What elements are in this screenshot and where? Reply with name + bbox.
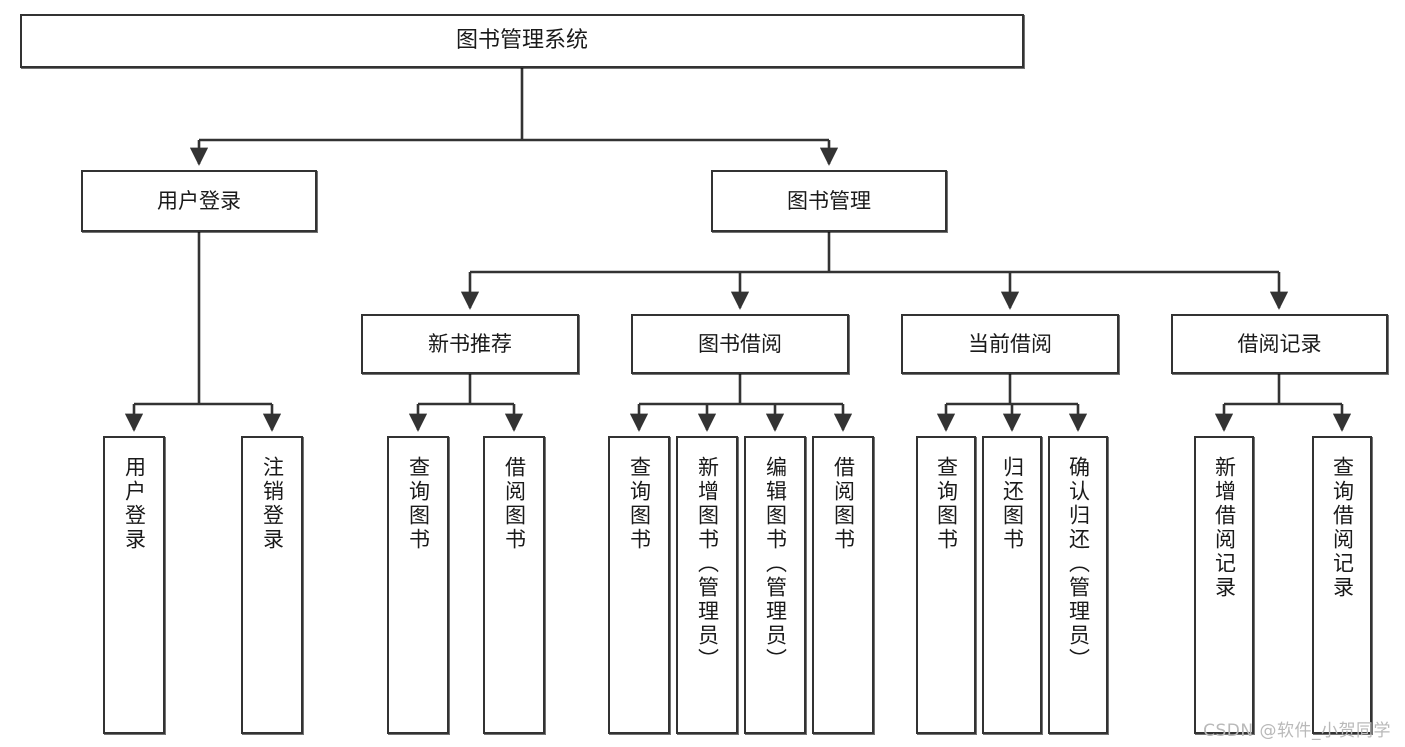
node-leaf-query-record[interactable]: 查询借阅记录 [1312, 436, 1372, 734]
node-leaf-borrow-book-2[interactable]: 借阅图书 [812, 436, 874, 734]
node-leaf-query-book-2-label: 查询图书 [627, 456, 652, 552]
node-leaf-add-record-label: 新增借阅记录 [1212, 456, 1237, 600]
node-leaf-query-book-3[interactable]: 查询图书 [916, 436, 976, 734]
node-leaf-confirm-return-label: 确认归还（管理员） [1066, 456, 1091, 672]
csdn-watermark: CSDN @软件_小贺同学 [1203, 721, 1391, 741]
node-leaf-borrow-book-1-label: 借阅图书 [502, 456, 527, 552]
node-book-manage-label: 图书管理 [787, 188, 871, 213]
node-book-manage[interactable]: 图书管理 [711, 170, 947, 232]
node-leaf-edit-book[interactable]: 编辑图书（管理员） [744, 436, 806, 734]
node-user-login-label: 用户登录 [157, 188, 241, 213]
node-current-borrow[interactable]: 当前借阅 [901, 314, 1119, 374]
node-leaf-query-book-1-label: 查询图书 [406, 456, 431, 552]
node-borrow-record-label: 借阅记录 [1237, 331, 1322, 356]
node-leaf-edit-book-label: 编辑图书（管理员） [763, 456, 788, 672]
node-root[interactable]: 图书管理系统 [20, 14, 1024, 68]
node-leaf-return-book[interactable]: 归还图书 [982, 436, 1042, 734]
node-new-book-rec[interactable]: 新书推荐 [361, 314, 579, 374]
node-leaf-query-book-2[interactable]: 查询图书 [608, 436, 670, 734]
node-leaf-return-book-label: 归还图书 [1000, 456, 1025, 552]
node-borrow-record[interactable]: 借阅记录 [1171, 314, 1388, 374]
node-leaf-add-record[interactable]: 新增借阅记录 [1194, 436, 1254, 734]
node-leaf-query-book-1[interactable]: 查询图书 [387, 436, 449, 734]
node-root-label: 图书管理系统 [455, 28, 588, 54]
node-book-borrow[interactable]: 图书借阅 [631, 314, 849, 374]
node-leaf-query-record-label: 查询借阅记录 [1330, 456, 1355, 600]
node-leaf-borrow-book-1[interactable]: 借阅图书 [483, 436, 545, 734]
node-user-login[interactable]: 用户登录 [81, 170, 317, 232]
node-leaf-logout-label: 注销登录 [260, 456, 285, 552]
node-leaf-user-login[interactable]: 用户登录 [103, 436, 165, 734]
node-leaf-logout[interactable]: 注销登录 [241, 436, 303, 734]
node-leaf-confirm-return[interactable]: 确认归还（管理员） [1048, 436, 1108, 734]
node-leaf-add-book[interactable]: 新增图书（管理员） [676, 436, 738, 734]
node-leaf-user-login-label: 用户登录 [122, 456, 147, 552]
node-leaf-add-book-label: 新增图书（管理员） [695, 456, 720, 672]
node-current-borrow-label: 当前借阅 [968, 331, 1052, 356]
node-leaf-query-book-3-label: 查询图书 [934, 456, 959, 552]
node-leaf-borrow-book-2-label: 借阅图书 [831, 456, 856, 552]
node-new-book-rec-label: 新书推荐 [428, 331, 512, 356]
node-book-borrow-label: 图书借阅 [698, 331, 782, 356]
